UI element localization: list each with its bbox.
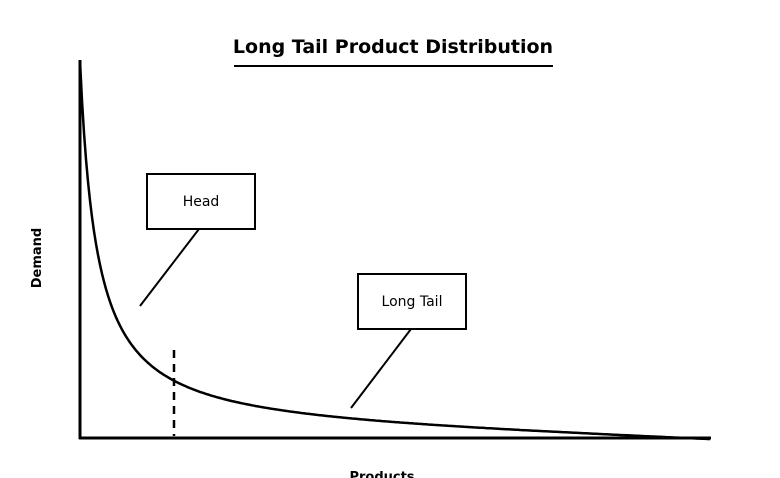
y-axis-label: Demand [30,228,45,289]
long-tail-callout-box [357,273,467,330]
x-axis-label: Products [349,470,414,478]
head-callout-box [146,173,256,230]
long-tail-callout-leader [350,328,412,409]
long-tail-callout-label: Long Tail [382,294,443,310]
demand-curve [78,60,711,441]
diagram-title: Long Tail Product Distribution [233,36,553,58]
head-callout-leader [139,228,200,307]
head-callout-label: Head [183,194,220,210]
